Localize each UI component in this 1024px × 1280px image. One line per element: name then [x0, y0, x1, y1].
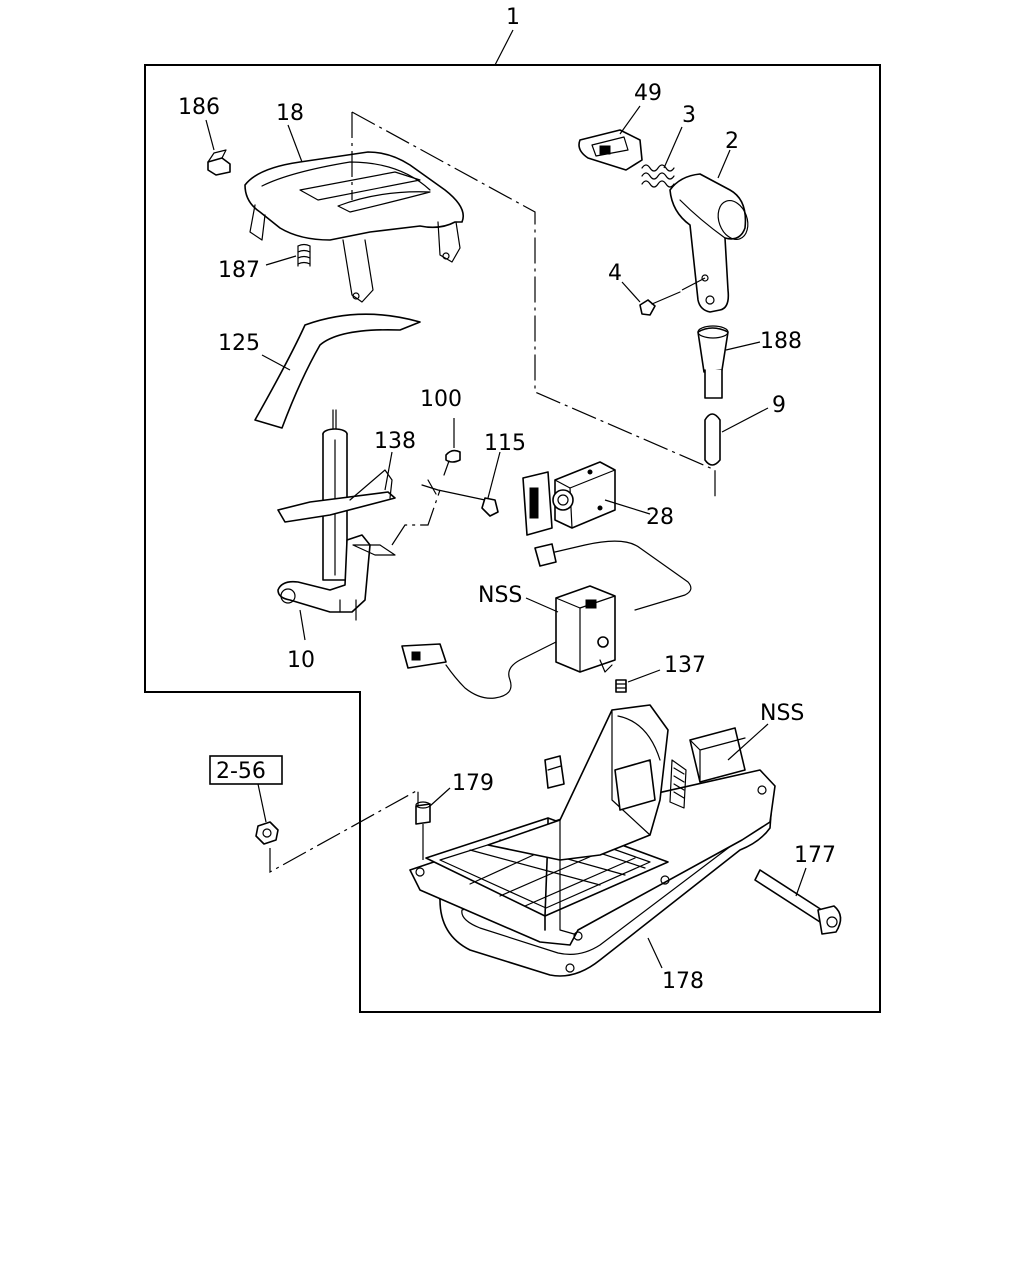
- sleeve-part-188: [697, 325, 729, 399]
- leader-125: [261, 354, 291, 371]
- nss-switch: [555, 585, 616, 673]
- callout-137: 137: [664, 653, 706, 678]
- callout-28: 28: [646, 505, 674, 530]
- clip-part-186: [207, 149, 231, 176]
- leader-115: [487, 451, 501, 499]
- leader-4: [621, 281, 641, 303]
- callout-10: 10: [287, 648, 315, 673]
- callout-125: 125: [218, 331, 260, 356]
- leader-1: [494, 29, 514, 66]
- spring-part-3: [641, 164, 675, 188]
- callout-186: 186: [178, 95, 220, 120]
- reference-line-cover: [351, 111, 716, 500]
- shift-knob-part-2: [669, 173, 749, 313]
- leader-9: [721, 407, 769, 433]
- callout-nss-2: NSS: [760, 701, 804, 726]
- assembly-outline: [144, 64, 881, 1013]
- rod-part-115: [421, 479, 499, 517]
- leader-nss2: [727, 723, 769, 761]
- leader-3: [663, 126, 683, 169]
- leader-ref-2-56: [257, 783, 267, 823]
- connector-nss-wire: [401, 643, 447, 669]
- bushing-part-179: [415, 801, 431, 825]
- leader-10: [299, 609, 306, 641]
- solenoid-wire: [554, 540, 692, 611]
- connector-nss-detail: [411, 651, 421, 661]
- screw-part-4: [639, 277, 706, 316]
- callout-2: 2: [725, 129, 739, 154]
- callout-nss-1: NSS: [478, 583, 522, 608]
- callout-9: 9: [772, 393, 786, 418]
- reference-line-nut: [269, 788, 419, 874]
- callout-115: 115: [484, 431, 526, 456]
- connector-solenoid-wire: [534, 543, 557, 567]
- reference-label-2-56: 2-56: [216, 759, 266, 784]
- shift-lever-part-10: [277, 409, 396, 621]
- callout-18: 18: [276, 101, 304, 126]
- screw-part-100: [443, 449, 461, 476]
- leader-186: [205, 119, 215, 151]
- callout-179: 179: [452, 771, 494, 796]
- callout-178: 178: [662, 969, 704, 994]
- indicator-cover-part-18: [244, 151, 464, 303]
- solenoid-part-28: [522, 461, 616, 536]
- callout-4: 4: [608, 261, 622, 286]
- nut-ref-2-56: [255, 821, 279, 845]
- button-part-49: [578, 129, 643, 171]
- leader-2: [717, 149, 731, 179]
- leader-28: [604, 499, 651, 515]
- pin-part-9: [704, 413, 721, 466]
- leader-49: [619, 105, 641, 135]
- leader-188: [725, 341, 761, 351]
- callout-3: 3: [682, 103, 696, 128]
- callout-1: 1: [506, 5, 520, 30]
- strip-part-125: [254, 313, 421, 429]
- leader-178: [647, 937, 663, 969]
- reference-box-2-56: [209, 755, 283, 785]
- leader-187: [265, 255, 297, 266]
- callout-100: 100: [420, 387, 462, 412]
- reference-line-lever: [391, 489, 441, 546]
- leader-nss1: [525, 597, 559, 613]
- leader-138: [384, 451, 393, 491]
- callout-187: 187: [218, 258, 260, 283]
- base-plate-part-178: [409, 704, 776, 977]
- leader-177: [795, 867, 807, 897]
- nss-wire: [445, 641, 557, 699]
- leader-18: [287, 124, 303, 163]
- callout-188: 188: [760, 329, 802, 354]
- leader-137: [627, 669, 661, 683]
- callout-49: 49: [634, 81, 662, 106]
- grommet-part-137: [615, 679, 627, 693]
- leader-179: [429, 787, 451, 807]
- spring-part-187: [297, 243, 311, 267]
- callout-177: 177: [794, 843, 836, 868]
- callout-138: 138: [374, 429, 416, 454]
- bolt-part-177: [754, 869, 842, 935]
